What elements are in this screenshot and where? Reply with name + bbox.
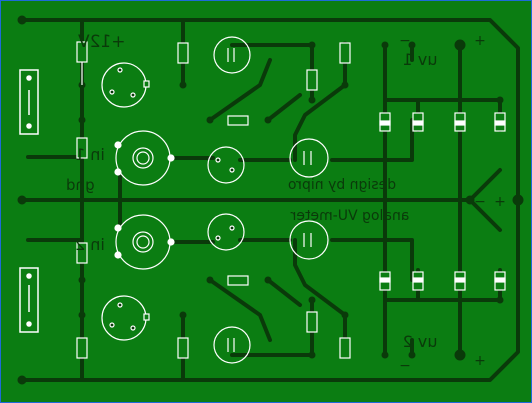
resistor-r2	[76, 137, 88, 159]
resistor-r9	[306, 311, 318, 333]
label-minus-top: −	[399, 33, 411, 49]
resistor-r4	[76, 337, 88, 359]
silkscreen-labels: +12V in 1 gnd in 2 uv 1 uv 2 design by n…	[66, 32, 506, 374]
label-design: design by nipro	[288, 177, 396, 193]
label-minus-mid: −	[474, 194, 486, 210]
label-uv2: uv 2	[403, 332, 438, 351]
diode-d6	[412, 271, 424, 291]
diode-d5	[379, 271, 391, 291]
diode-d8	[494, 271, 506, 291]
resistor-r8	[339, 42, 351, 64]
input-connectors	[19, 69, 39, 333]
capacitor-c5	[289, 220, 329, 260]
connector-in1	[19, 69, 39, 135]
capacitor-c6	[213, 326, 251, 364]
transistor-t2	[101, 295, 150, 341]
trimmers	[114, 130, 175, 270]
label-in2: in 2	[75, 235, 105, 254]
resistor-r7	[306, 69, 318, 91]
label-gnd: gnd	[66, 176, 95, 194]
copper-traces	[20, 18, 520, 382]
transistors	[101, 62, 150, 341]
resistor-r1	[76, 41, 88, 63]
diode-d7	[454, 271, 466, 291]
trimmer-p1	[114, 130, 175, 186]
solder-pads	[17, 15, 524, 385]
connector-in2	[19, 267, 39, 333]
resistor-r11	[227, 115, 249, 126]
label-minus-bottom: −	[399, 358, 411, 374]
resistor-r12	[227, 275, 249, 286]
label-plus-bottom: +	[474, 353, 486, 369]
resistor-r3	[76, 242, 88, 264]
diode-d1	[379, 112, 391, 132]
label-plus12v: +12V	[78, 32, 126, 52]
diode-d3	[454, 112, 466, 132]
diode-d4	[494, 112, 506, 132]
resistors	[76, 41, 351, 359]
diodes	[379, 112, 506, 291]
capacitor-c4	[207, 213, 245, 251]
capacitors	[207, 36, 329, 364]
capacitor-c2	[207, 146, 245, 184]
capacitor-c3	[289, 138, 329, 178]
transistor-t1	[101, 62, 150, 108]
resistor-r6	[177, 337, 189, 359]
label-plus-mid: +	[494, 194, 506, 210]
resistor-r5	[177, 42, 189, 64]
label-analog: analog VU-meter	[290, 208, 409, 224]
trimmer-p2	[114, 214, 175, 270]
label-plus-top: +	[474, 33, 486, 49]
resistor-r10	[339, 337, 351, 359]
label-uv1: uv 1	[403, 50, 438, 69]
label-in1: in 1	[75, 145, 105, 164]
diode-d2	[412, 112, 424, 132]
capacitor-c1	[213, 36, 251, 74]
